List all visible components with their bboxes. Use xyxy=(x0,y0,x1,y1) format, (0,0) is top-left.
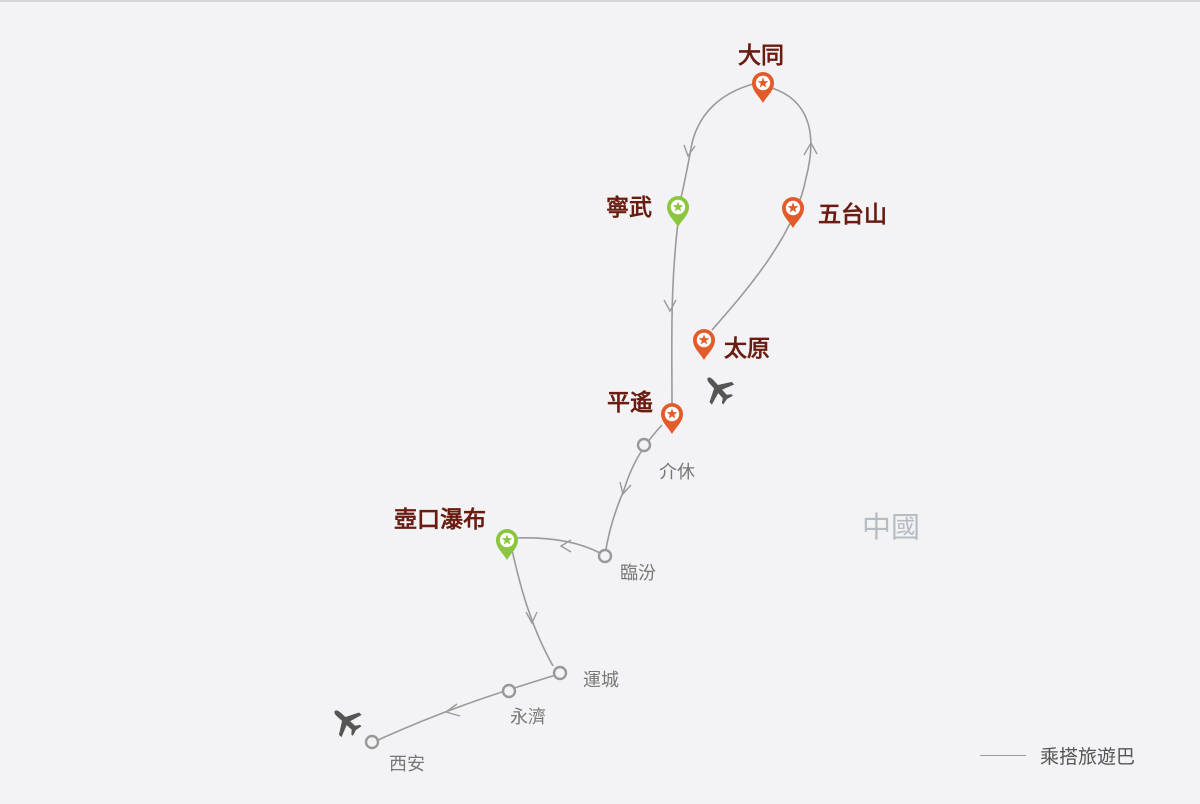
pin-wutaishan-icon xyxy=(782,197,804,228)
label-ningwu: 寧武 xyxy=(606,194,652,221)
direction-arrow xyxy=(619,481,632,496)
airplane-icon xyxy=(696,367,740,411)
label-hukou: 壺口瀑布 xyxy=(394,506,486,533)
top-border xyxy=(0,0,1200,2)
waypoint-marker-jiexiu xyxy=(636,437,652,453)
route-segment xyxy=(711,87,812,331)
direction-arrow xyxy=(525,611,538,625)
direction-arrow xyxy=(444,703,461,717)
legend-bus-line xyxy=(980,755,1026,756)
legend-bus-label: 乘搭旅遊巴 xyxy=(1040,746,1136,768)
route-segment xyxy=(677,83,754,215)
route-segment xyxy=(511,549,554,667)
country-label: 中國 xyxy=(862,510,920,544)
bus-route xyxy=(377,83,818,741)
route-segment xyxy=(515,537,601,554)
pin-hukou-icon xyxy=(496,529,518,560)
label-yongji: 永濟 xyxy=(510,707,546,728)
airplane-icon xyxy=(324,699,368,743)
waypoint-marker-linfen xyxy=(597,548,613,564)
legend: 乘搭旅遊巴 xyxy=(980,742,1135,769)
pin-taiyuan-icon xyxy=(693,329,715,360)
label-linfen: 臨汾 xyxy=(620,563,656,584)
label-wutaishan: 五台山 xyxy=(818,201,887,228)
label-taiyuan: 太原 xyxy=(724,335,770,362)
label-xian: 西安 xyxy=(389,754,425,775)
waypoint-marker-xian xyxy=(364,734,380,750)
label-pingyao: 平遙 xyxy=(607,389,653,416)
route-segment xyxy=(670,221,679,406)
waypoints xyxy=(364,437,652,750)
label-yuncheng: 運城 xyxy=(583,670,619,691)
direction-arrow xyxy=(663,299,677,313)
pin-pingyao-icon xyxy=(661,403,683,434)
direction-arrow xyxy=(683,144,696,158)
route-segment xyxy=(604,424,663,556)
label-jiexiu: 介休 xyxy=(659,462,695,483)
waypoint-marker-yongji xyxy=(501,683,517,699)
pin-datong-icon xyxy=(752,72,774,103)
route-segment xyxy=(377,674,557,741)
location-pins xyxy=(496,72,804,560)
waypoint-marker-yuncheng xyxy=(552,665,568,681)
direction-arrow xyxy=(803,141,818,156)
label-datong: 大同 xyxy=(738,42,784,69)
direction-arrow xyxy=(559,539,572,553)
pin-ningwu-icon xyxy=(667,196,689,227)
